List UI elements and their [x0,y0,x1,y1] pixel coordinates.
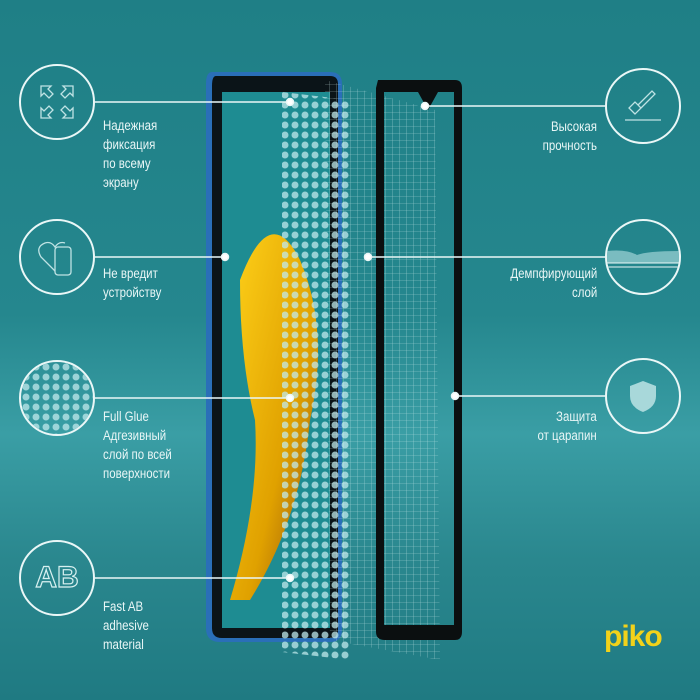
hammer-icon [605,68,681,144]
expand-arrows-icon [19,64,95,140]
shield-icon [605,358,681,434]
brand-logo: piko [604,620,663,653]
ab-adhesive-icon: AB [19,540,95,616]
damping-layer-icon [605,219,681,295]
heart-phone-icon [19,219,95,295]
dots-pattern-icon [19,360,95,436]
